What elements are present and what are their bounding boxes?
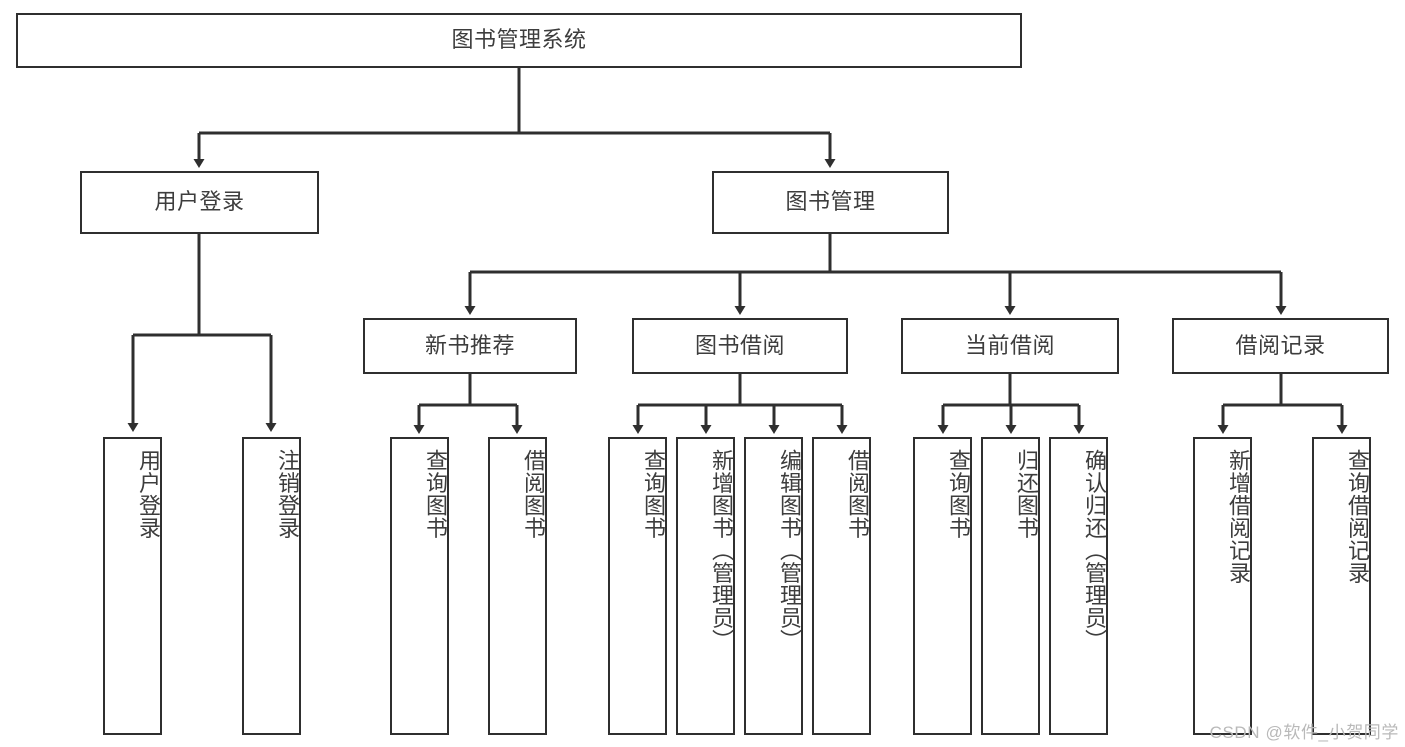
leaf-cur-return[interactable]: 归还图书: [981, 437, 1040, 735]
node-root-label: 图书管理系统: [451, 27, 587, 53]
leaf-rec-search[interactable]: 查询借阅记录: [1312, 437, 1371, 735]
leaf-cur-confirm[interactable]: 确认归还（管理员）: [1049, 437, 1108, 735]
leaf-user-login[interactable]: 用户登录: [103, 437, 162, 735]
leaf-rec-add-label: 新增借阅记录: [1226, 449, 1251, 584]
node-current-borrow-label: 当前借阅: [964, 332, 1055, 358]
node-borrow-record[interactable]: 借阅记录: [1172, 318, 1389, 374]
leaf-user-logout[interactable]: 注销登录: [242, 437, 301, 735]
leaf-rec-search-label: 查询借阅记录: [1345, 449, 1370, 584]
node-book-borrow[interactable]: 图书借阅: [632, 318, 848, 374]
leaf-borrow-lend-label: 借阅图书: [845, 449, 870, 539]
leaf-borrow-query-label: 查询图书: [641, 449, 666, 539]
node-new-book-rec-label: 新书推荐: [424, 332, 515, 358]
leaf-rec-borrow[interactable]: 借阅图书: [488, 437, 547, 735]
node-user-login[interactable]: 用户登录: [80, 171, 319, 234]
node-book-manage-label: 图书管理: [785, 189, 876, 215]
leaf-rec-add[interactable]: 新增借阅记录: [1193, 437, 1252, 735]
leaf-rec-query[interactable]: 查询图书: [390, 437, 449, 735]
leaf-rec-borrow-label: 借阅图书: [521, 449, 546, 539]
leaf-cur-confirm-label: 确认归还（管理员）: [1082, 449, 1107, 652]
node-book-manage[interactable]: 图书管理: [712, 171, 949, 234]
leaf-borrow-add[interactable]: 新增图书（管理员）: [676, 437, 735, 735]
leaf-user-login-label: 用户登录: [136, 449, 161, 539]
leaf-borrow-edit-label: 编辑图书（管理员）: [777, 449, 802, 652]
node-borrow-record-label: 借阅记录: [1235, 332, 1326, 358]
node-new-book-rec[interactable]: 新书推荐: [363, 318, 577, 374]
node-current-borrow[interactable]: 当前借阅: [901, 318, 1119, 374]
leaf-borrow-query[interactable]: 查询图书: [608, 437, 667, 735]
node-book-borrow-label: 图书借阅: [694, 332, 785, 358]
leaf-borrow-lend[interactable]: 借阅图书: [812, 437, 871, 735]
leaf-borrow-add-label: 新增图书（管理员）: [709, 449, 734, 652]
leaf-borrow-edit[interactable]: 编辑图书（管理员）: [744, 437, 803, 735]
leaf-rec-query-label: 查询图书: [423, 449, 448, 539]
node-user-login-label: 用户登录: [154, 189, 245, 215]
leaf-cur-query-label: 查询图书: [946, 449, 971, 539]
leaf-cur-return-label: 归还图书: [1014, 449, 1039, 539]
leaf-cur-query[interactable]: 查询图书: [913, 437, 972, 735]
leaf-user-logout-label: 注销登录: [275, 449, 300, 539]
node-root[interactable]: 图书管理系统: [16, 13, 1022, 68]
